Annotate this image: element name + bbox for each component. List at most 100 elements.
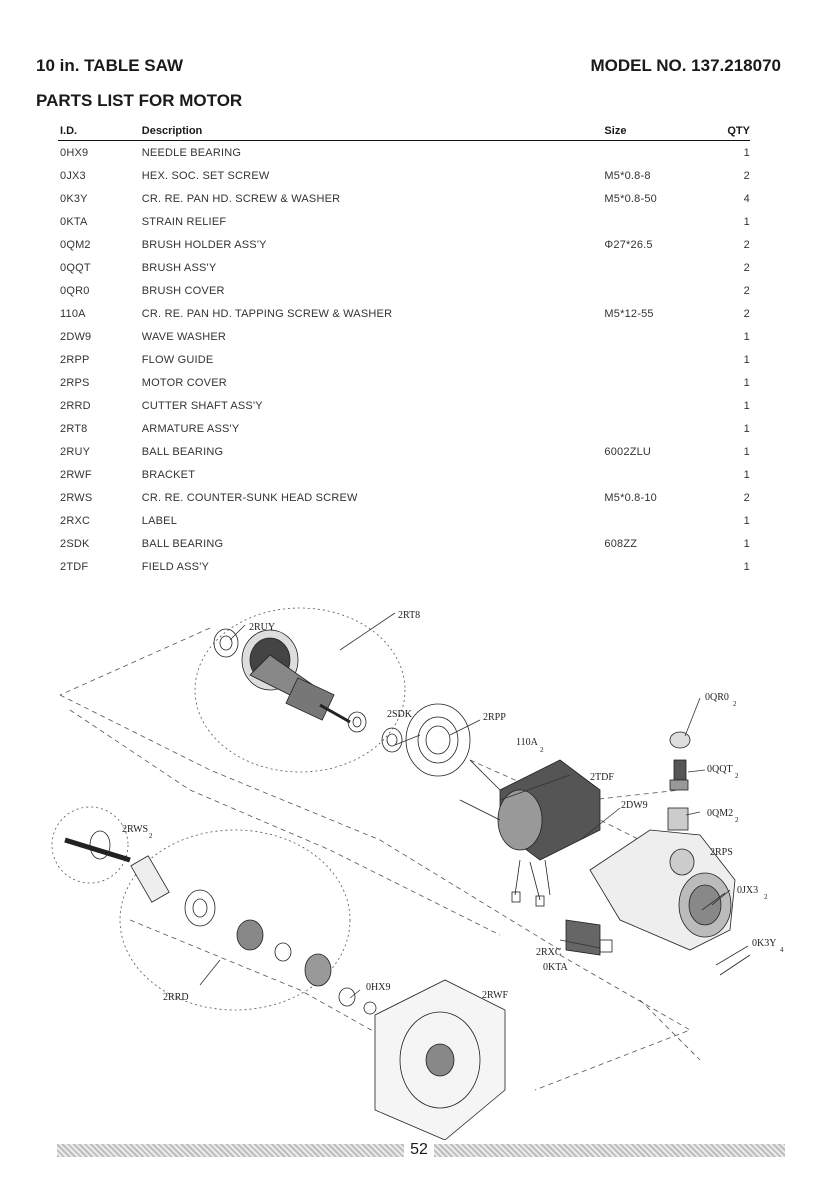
part-qty: 2: [743, 238, 750, 251]
callout-2rwf: 2RWF: [482, 990, 509, 1001]
table-row: 0QQT BRUSH ASS'Y 2: [58, 256, 750, 279]
part-id: 2RWF: [60, 469, 92, 482]
callout-0jx3-qty: 2: [764, 893, 768, 901]
callout-2rws: 2RWS: [122, 824, 148, 835]
part-qty: 1: [743, 353, 750, 366]
page-number: 52: [410, 1141, 428, 1158]
part-id: 2RUY: [60, 446, 91, 459]
part-qty: 1: [743, 330, 750, 343]
part-qty: 1: [743, 538, 750, 551]
part-description: FLOW GUIDE: [141, 353, 214, 366]
part-id: 0HX9: [60, 146, 89, 159]
part-qty: 2: [743, 492, 750, 505]
callout-2sdk: 2SDK: [387, 709, 413, 720]
part-description: STRAIN RELIEF: [141, 215, 227, 228]
table-row: 2RUY BALL BEARING 6002ZLU 1: [58, 441, 750, 464]
table-row: 2RWS CR. RE. COUNTER-SUNK HEAD SCREW M5*0.…: [58, 487, 750, 510]
part-description: BRUSH ASS'Y: [141, 261, 217, 274]
callout-0k3y-qty: 4: [780, 946, 784, 954]
callout-0qqt-qty: 2: [735, 772, 739, 780]
part-id: 2RRD: [60, 400, 91, 413]
part-qty: 1: [743, 400, 750, 413]
motor-exploded-diagram: 2RT8 2RUY 2SDK 2RPP 110A 2 2TDF 2DW9 0QR…: [51, 607, 784, 1140]
column-header-description: Description: [141, 125, 203, 137]
part-id: 2RT8: [60, 423, 88, 436]
callout-0qr0-qty: 2: [733, 700, 737, 708]
part-id: 0KTA: [60, 215, 88, 228]
page-footer: 52: [0, 1140, 839, 1160]
part-size: 6002ZLU: [604, 446, 652, 459]
part-id: 0K3Y: [60, 192, 88, 205]
part-description: BALL BEARING: [141, 538, 224, 551]
part-description: MOTOR COVER: [141, 376, 227, 389]
part-size: M5*12-55: [604, 307, 654, 320]
column-header-size: Size: [604, 125, 627, 137]
part-qty: 1: [743, 446, 750, 459]
cutter-shaft-drawing: [64, 830, 377, 1015]
part-id: 2RPS: [60, 376, 90, 389]
bracket-drawing: [374, 979, 506, 1140]
part-qty: 2: [743, 261, 750, 274]
callout-0jx3: 0JX3: [737, 885, 758, 896]
part-qty: 1: [743, 376, 750, 389]
part-qty: 2: [743, 307, 750, 320]
table-row: 2SDK BALL BEARING 608ZZ 1: [58, 533, 750, 556]
part-description: BRUSH HOLDER ASS'Y: [141, 238, 267, 251]
part-description: NEEDLE BEARING: [141, 146, 242, 159]
part-description: CR. RE. PAN HD. SCREW & WASHER: [141, 192, 341, 205]
callout-0qr0: 0QR0: [705, 692, 729, 703]
part-description: FIELD ASS'Y: [141, 561, 210, 574]
part-description: LABEL: [141, 515, 178, 528]
section-title: PARTS LIST FOR MOTOR: [36, 91, 243, 110]
table-row: 2DW9 WAVE WASHER 1: [58, 325, 750, 348]
part-id: 0QR0: [60, 284, 90, 297]
part-id: 2DW9: [60, 330, 92, 343]
part-description: CUTTER SHAFT ASS'Y: [141, 400, 263, 413]
part-id: 2RPP: [60, 353, 90, 366]
part-description: BRACKET: [141, 469, 196, 482]
part-description: CR. RE. COUNTER-SUNK HEAD SCREW: [141, 492, 358, 505]
part-id: 2TDF: [60, 561, 89, 574]
part-qty: 2: [743, 284, 750, 297]
table-row: 0HX9 NEEDLE BEARING 1: [58, 141, 750, 164]
part-size: M5*0.8-50: [604, 192, 657, 205]
callout-0qqt: 0QQT: [707, 764, 733, 775]
table-row: 2RRD CUTTER SHAFT ASS'Y 1: [58, 395, 750, 418]
callout-2rps: 2RPS: [710, 847, 733, 858]
part-id: 0QQT: [60, 261, 91, 274]
callout-2rrd: 2RRD: [163, 992, 189, 1003]
table-row: 2RPP FLOW GUIDE 1: [58, 348, 750, 371]
column-header-qty: QTY: [727, 125, 750, 137]
callout-2rpp: 2RPP: [483, 712, 506, 723]
part-id: 0QM2: [60, 238, 91, 251]
callout-2rt8: 2RT8: [398, 610, 420, 621]
part-size: Φ27*26.5: [604, 238, 653, 251]
part-id: 2RWS: [60, 492, 93, 505]
table-row: 0QM2 BRUSH HOLDER ASS'Y Φ27*26.5 2: [58, 233, 750, 256]
callout-0qm2: 0QM2: [707, 808, 733, 819]
part-size: M5*0.8-8: [604, 169, 651, 182]
part-qty: 4: [743, 192, 750, 205]
part-size: M5*0.8-10: [604, 492, 657, 505]
part-description: WAVE WASHER: [141, 330, 227, 343]
part-qty: 1: [743, 146, 750, 159]
part-id: 2SDK: [60, 538, 90, 551]
part-qty: 1: [743, 423, 750, 436]
part-qty: 1: [743, 515, 750, 528]
part-description: HEX. SOC. SET SCREW: [141, 169, 270, 182]
field-drawing: [459, 759, 601, 907]
callout-2tdf: 2TDF: [590, 772, 614, 783]
footer-pattern-left: [57, 1144, 404, 1157]
part-size: 608ZZ: [604, 538, 638, 551]
callout-2dw9: 2DW9: [621, 800, 648, 811]
part-qty: 1: [743, 561, 750, 574]
part-description: BALL BEARING: [141, 446, 224, 459]
callout-0qm2-qty: 2: [735, 816, 739, 824]
